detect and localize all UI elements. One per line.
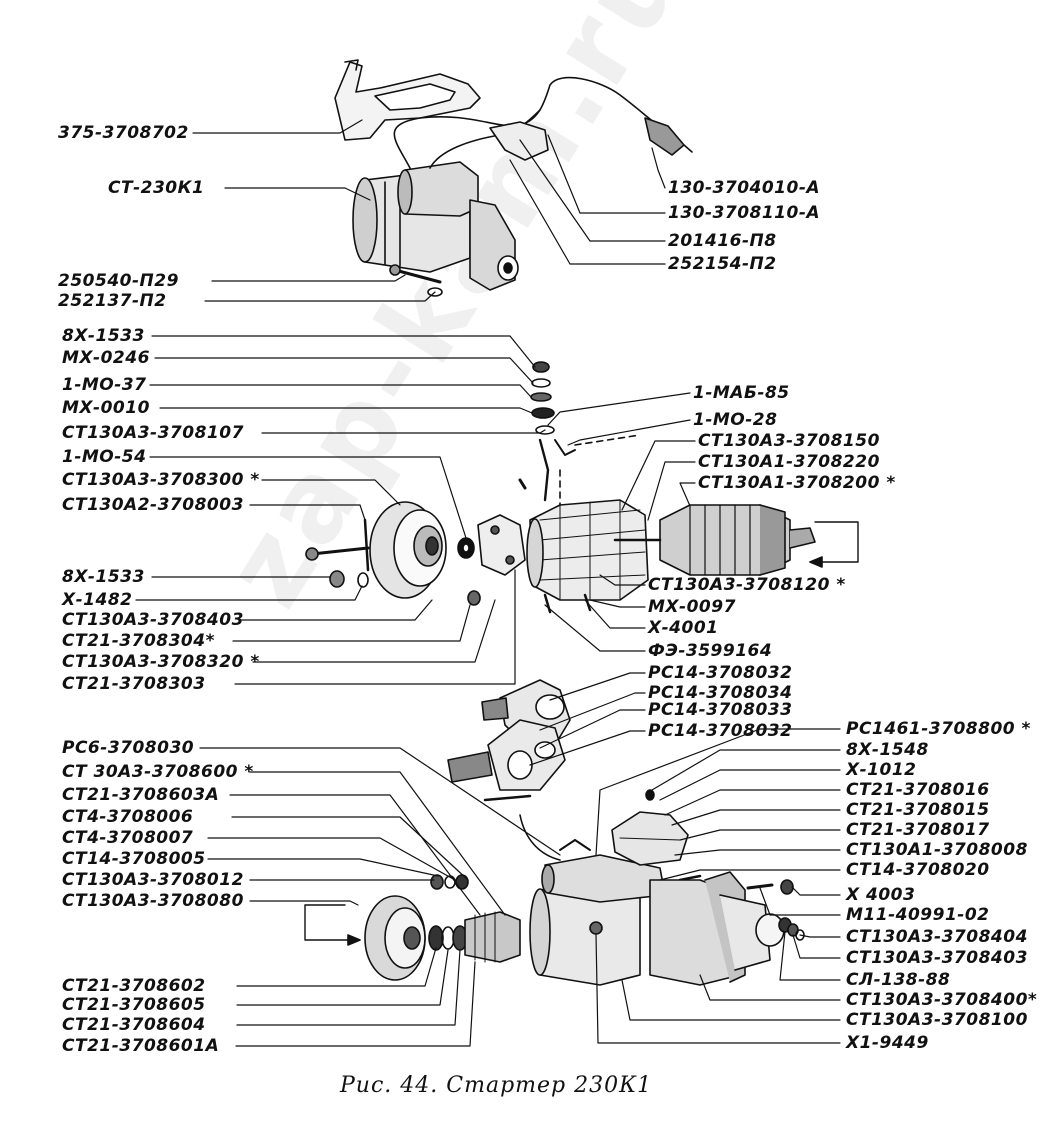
figure-caption: Рис. 44. Стартер 230К1 bbox=[340, 1073, 653, 1098]
label-sl-138-88: СЛ-138-88 bbox=[846, 970, 951, 990]
label-ct-230k1: СТ-230К1 bbox=[108, 178, 205, 198]
label-x-1482: Х-1482 bbox=[62, 590, 133, 610]
label-ct14-3708005: СТ14-3708005 bbox=[62, 849, 206, 869]
label-pc14-3708032-b: РС14-3708032 bbox=[648, 721, 793, 741]
label-ct130a3-3708100: СТ130А3-3708100 bbox=[846, 1010, 1028, 1030]
label-mx-0010: МХ-0010 bbox=[62, 398, 150, 418]
label-ct130a3-3708320: СТ130А3-3708320 * bbox=[62, 652, 260, 672]
label-ct21-3708601a: СТ21-3708601А bbox=[62, 1036, 220, 1056]
label-x-4003: Х 4003 bbox=[846, 885, 916, 905]
label-pc1461-3708800: РС1461-3708800 * bbox=[846, 719, 1031, 739]
label-pc14-3708034: РС14-3708034 bbox=[648, 683, 793, 703]
label-8x-1533-top: 8Х-1533 bbox=[62, 326, 145, 346]
label-ct21-3708015: СТ21-3708015 bbox=[846, 800, 990, 820]
label-130-3708110-a: 130-3708110-А bbox=[668, 203, 821, 223]
label-ct30a3-3708600: СТ 30А3-3708600 * bbox=[62, 762, 254, 782]
label-pc14-3708032-a: РС14-3708032 bbox=[648, 663, 793, 683]
middle-assembly bbox=[305, 361, 859, 614]
label-252137-p2: 252137-П2 bbox=[58, 291, 167, 311]
label-8x-1533-mid: 8Х-1533 bbox=[62, 567, 145, 587]
label-201416-p8: 201416-П8 bbox=[668, 231, 777, 251]
label-fe-3599164: ФЭ-3599164 bbox=[648, 641, 773, 661]
label-ct130a1-3708200: СТ130А1-3708200 * bbox=[698, 473, 896, 493]
label-ct21-3708605: СТ21-3708605 bbox=[62, 995, 206, 1015]
label-ct130a3-3708012: СТ130А3-3708012 bbox=[62, 870, 244, 890]
label-1-mab-85: 1-МАБ-85 bbox=[693, 383, 790, 403]
label-ct130a3-3708403-mid: СТ130А3-3708403 bbox=[62, 610, 244, 630]
label-ct21-3708016: СТ21-3708016 bbox=[846, 780, 990, 800]
label-ct130a2-3708003: СТ130А2-3708003 bbox=[62, 495, 244, 515]
label-pc6-3708030: РС6-3708030 bbox=[62, 738, 195, 758]
label-ct4-3708006: СТ4-3708006 bbox=[62, 807, 194, 827]
label-1-mo-37: 1-МО-37 bbox=[62, 375, 147, 395]
label-ct130a3-3708300: СТ130А3-3708300 * bbox=[62, 470, 260, 490]
label-ct130a3-3708120: СТ130А3-3708120 * bbox=[648, 575, 846, 595]
label-m11-40991-02: М11-40991-02 bbox=[846, 905, 990, 925]
label-ct21-3708304: СТ21-3708304* bbox=[62, 631, 215, 651]
leader-lines bbox=[135, 119, 841, 1047]
label-ct130a3-3708400: СТ130А3-3708400* bbox=[846, 990, 1038, 1010]
label-x1-9449: Х1-9449 bbox=[846, 1033, 929, 1053]
label-ct130a3-3708403-bottom: СТ130А3-3708403 bbox=[846, 948, 1028, 968]
label-ct14-3708020: СТ14-3708020 bbox=[846, 860, 990, 880]
label-ct21-3708604: СТ21-3708604 bbox=[62, 1015, 206, 1035]
label-250540-p29: 250540-П29 bbox=[58, 271, 179, 291]
label-pc14-3708033: РС14-3708033 bbox=[648, 700, 793, 720]
label-ct21-3708017: СТ21-3708017 bbox=[846, 820, 990, 840]
label-1-mo-54: 1-МО-54 bbox=[62, 447, 147, 467]
label-130-3704010-a: 130-3704010-А bbox=[668, 178, 821, 198]
label-x-4001: Х-4001 bbox=[648, 618, 719, 638]
label-375-3708702: 375-3708702 bbox=[58, 123, 189, 143]
bottom-assembly bbox=[304, 789, 805, 986]
label-x-1012: Х-1012 bbox=[846, 760, 917, 780]
label-8x-1548: 8Х-1548 bbox=[846, 740, 929, 760]
label-ct130a3-3708150: СТ130А3-3708150 bbox=[698, 431, 880, 451]
label-mx-0246: МХ-0246 bbox=[62, 348, 150, 368]
top-starter-assembly bbox=[334, 59, 693, 297]
label-ct130a3-3708107: СТ130А3-3708107 bbox=[62, 423, 244, 443]
label-ct130a3-3708080: СТ130А3-3708080 bbox=[62, 891, 244, 911]
label-252154-p2: 252154-П2 bbox=[668, 254, 777, 274]
label-1-mo-28: 1-МО-28 bbox=[693, 410, 778, 430]
brush-plates bbox=[447, 679, 571, 802]
label-ct21-3708603a: СТ21-3708603А bbox=[62, 785, 220, 805]
label-ct21-3708303: СТ21-3708303 bbox=[62, 674, 206, 694]
label-ct21-3708602: СТ21-3708602 bbox=[62, 976, 206, 996]
label-ct130a3-3708404: СТ130А3-3708404 bbox=[846, 927, 1028, 947]
label-ct130a1-3708008: СТ130А1-3708008 bbox=[846, 840, 1028, 860]
label-ct130a1-3708220: СТ130А1-3708220 bbox=[698, 452, 880, 472]
label-mx-0097: МХ-0097 bbox=[648, 597, 736, 617]
label-ct4-3708007: СТ4-3708007 bbox=[62, 828, 194, 848]
